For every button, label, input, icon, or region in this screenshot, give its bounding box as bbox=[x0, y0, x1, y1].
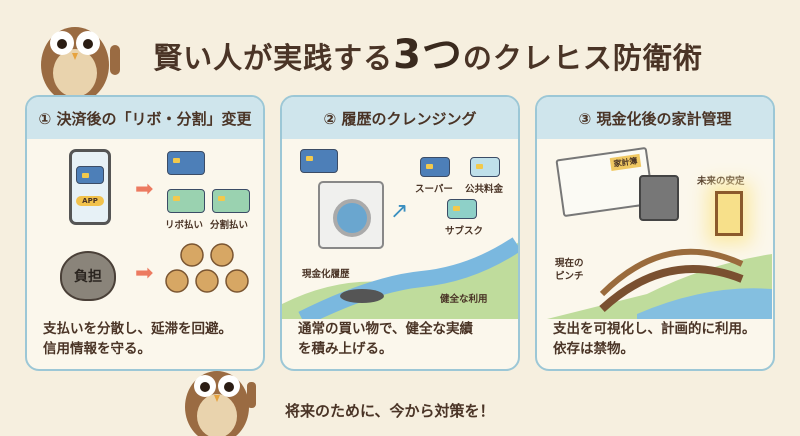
credit-card-icon bbox=[167, 151, 205, 175]
split-label: 分割払い bbox=[210, 220, 249, 231]
small-money-bags-icon bbox=[165, 243, 249, 293]
arrow-icon: ➡ bbox=[135, 261, 154, 286]
subscription-label: サブスク bbox=[445, 226, 484, 237]
card-heading: ② 履歴のクレンジング bbox=[282, 97, 518, 139]
card-icon-utility bbox=[470, 157, 500, 177]
washing-machine-icon bbox=[318, 181, 384, 249]
revo-label: リボ払い bbox=[165, 220, 204, 231]
card-description: 支払いを分散し、延滞を回避。信用情報を守る。 bbox=[43, 321, 232, 357]
ledger-label: 家計簿 bbox=[609, 153, 642, 171]
card-description: 支出を可視化し、計画的に利用。依存は禁物。 bbox=[553, 321, 756, 357]
future-label: 未来の安定 bbox=[697, 176, 745, 187]
page-title: 賢い人が実践する3つのクレヒス防衛術 bbox=[153, 32, 703, 78]
arrow-icon: ↗ bbox=[390, 199, 409, 224]
card-heading: ③ 現金化後の家計管理 bbox=[537, 97, 773, 139]
door-icon bbox=[715, 191, 743, 236]
river-illustration bbox=[282, 237, 518, 319]
owl-mascot-top bbox=[41, 27, 120, 100]
utility-label: 公共料金 bbox=[465, 184, 504, 195]
cash-history-label: 現金化履歴 bbox=[302, 269, 350, 280]
app-button: APP bbox=[76, 196, 104, 206]
revo-card-icon bbox=[167, 189, 205, 213]
card-heading: ① 決済後の「リボ・分割」変更 bbox=[27, 97, 263, 139]
healthy-use-label: 健全な利用 bbox=[440, 294, 488, 305]
pinch-label: 現在の ピンチ bbox=[555, 258, 584, 282]
footer-message: 将来のために、今から対策を！ bbox=[285, 402, 495, 420]
calculator-icon bbox=[639, 175, 679, 221]
card-household-budget: ③ 現金化後の家計管理 家計簿 未来の安定 現在の ピンチ 支出を可視化し、計画… bbox=[535, 95, 775, 371]
card-description: 通常の買い物で、健全な実績を積み上げる。 bbox=[298, 321, 473, 357]
bridge-illustration bbox=[547, 248, 772, 319]
card-history-cleansing: ② 履歴のクレンジング ↗ スーパー 公共料金 サブスク 現金化履歴 健全な利用… bbox=[280, 95, 520, 371]
split-card-icon bbox=[212, 189, 250, 213]
card-icon-subscription bbox=[447, 199, 477, 219]
card-payment-change: ① 決済後の「リボ・分割」変更 APP ➡ リボ払い 分割払い 負担 ➡ 支払い… bbox=[25, 95, 265, 371]
burden-label: 負担 bbox=[74, 269, 102, 285]
owl-mascot-bottom bbox=[185, 371, 256, 436]
arrow-icon: ➡ bbox=[135, 177, 154, 202]
credit-card-icon bbox=[300, 149, 338, 173]
smartphone-icon: APP bbox=[69, 149, 111, 225]
super-label: スーパー bbox=[415, 184, 453, 195]
money-bag-icon: 負担 bbox=[60, 251, 116, 301]
card-icon-super bbox=[420, 157, 450, 177]
